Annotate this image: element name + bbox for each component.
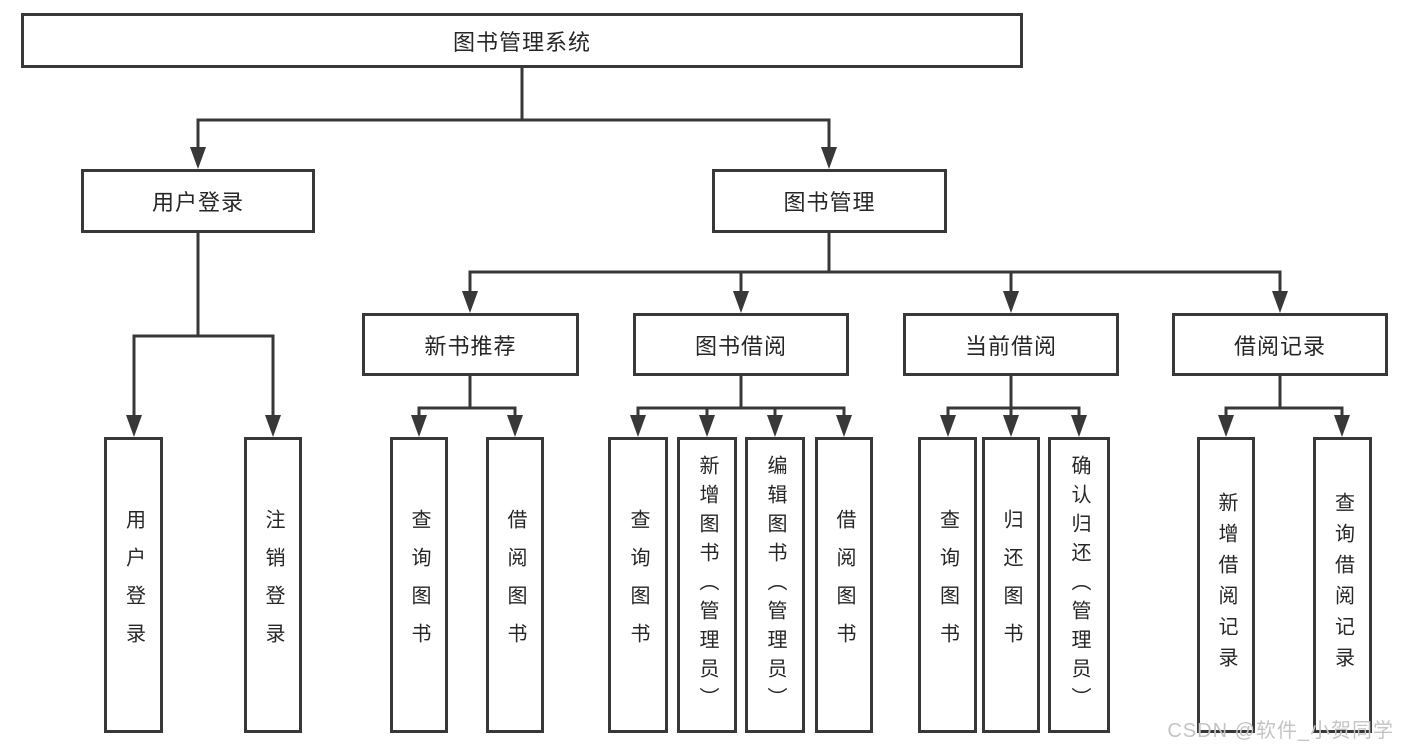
leaf-recommend-query-book-label: 查询图书	[408, 509, 430, 661]
node-current-borrow: 当前借阅	[903, 313, 1119, 376]
node-user-login: 用户登录	[81, 169, 315, 233]
leaf-borrow-edit-book-admin: 编辑图书（管理员）	[745, 437, 805, 733]
leaf-borrow-add-book-admin: 新增图书（管理员）	[677, 437, 737, 733]
leaf-records-add-record-label: 新增借阅记录	[1215, 492, 1237, 678]
leaf-borrow-query-book-label: 查询图书	[627, 509, 649, 661]
leaf-records-query-record: 查询借阅记录	[1313, 437, 1372, 733]
leaf-logout-label: 注销登录	[262, 509, 284, 661]
node-book-management-label: 图书管理	[783, 190, 876, 215]
node-borrow-records-label: 借阅记录	[1233, 333, 1326, 359]
leaf-current-confirm-return-admin: 确认归还（管理员）	[1048, 437, 1110, 733]
leaf-recommend-borrow-book-label: 借阅图书	[504, 509, 526, 661]
node-current-borrow-label: 当前借阅	[964, 333, 1057, 359]
leaf-borrow-query-book: 查询图书	[608, 437, 668, 733]
leaf-current-return-book: 归还图书	[982, 437, 1040, 733]
leaf-current-query-book-label: 查询图书	[936, 509, 959, 661]
leaf-logout: 注销登录	[244, 437, 302, 733]
node-book-management: 图书管理	[712, 169, 947, 233]
leaf-user-login: 用户登录	[104, 437, 163, 733]
leaf-recommend-borrow-book: 借阅图书	[486, 437, 544, 733]
node-root-label: 图书管理系统	[452, 29, 591, 55]
leaf-current-confirm-return-admin-label: 确认归还（管理员）	[1068, 454, 1090, 716]
leaf-borrow-add-book-admin-label: 新增图书（管理员）	[696, 454, 718, 716]
leaf-records-add-record: 新增借阅记录	[1197, 437, 1255, 733]
node-book-borrow-label: 图书借阅	[694, 333, 787, 359]
node-user-login-label: 用户登录	[151, 190, 244, 215]
node-new-book-recommend-label: 新书推荐	[424, 333, 517, 359]
leaf-current-query-book: 查询图书	[918, 437, 977, 733]
leaf-borrow-edit-book-admin-label: 编辑图书（管理员）	[764, 454, 786, 716]
leaf-borrow-borrow-book-label: 借阅图书	[833, 509, 855, 661]
leaf-records-query-record-label: 查询借阅记录	[1331, 492, 1354, 678]
node-root: 图书管理系统	[21, 13, 1023, 68]
leaf-borrow-borrow-book: 借阅图书	[815, 437, 873, 733]
leaf-current-return-book-label: 归还图书	[1000, 509, 1022, 661]
leaf-recommend-query-book: 查询图书	[390, 437, 448, 733]
leaf-user-login-label: 用户登录	[122, 509, 145, 661]
watermark: CSDN @软件_小贺同学	[1167, 720, 1394, 742]
node-new-book-recommend: 新书推荐	[362, 313, 579, 376]
node-book-borrow: 图书借阅	[633, 313, 849, 376]
node-borrow-records: 借阅记录	[1172, 313, 1388, 376]
